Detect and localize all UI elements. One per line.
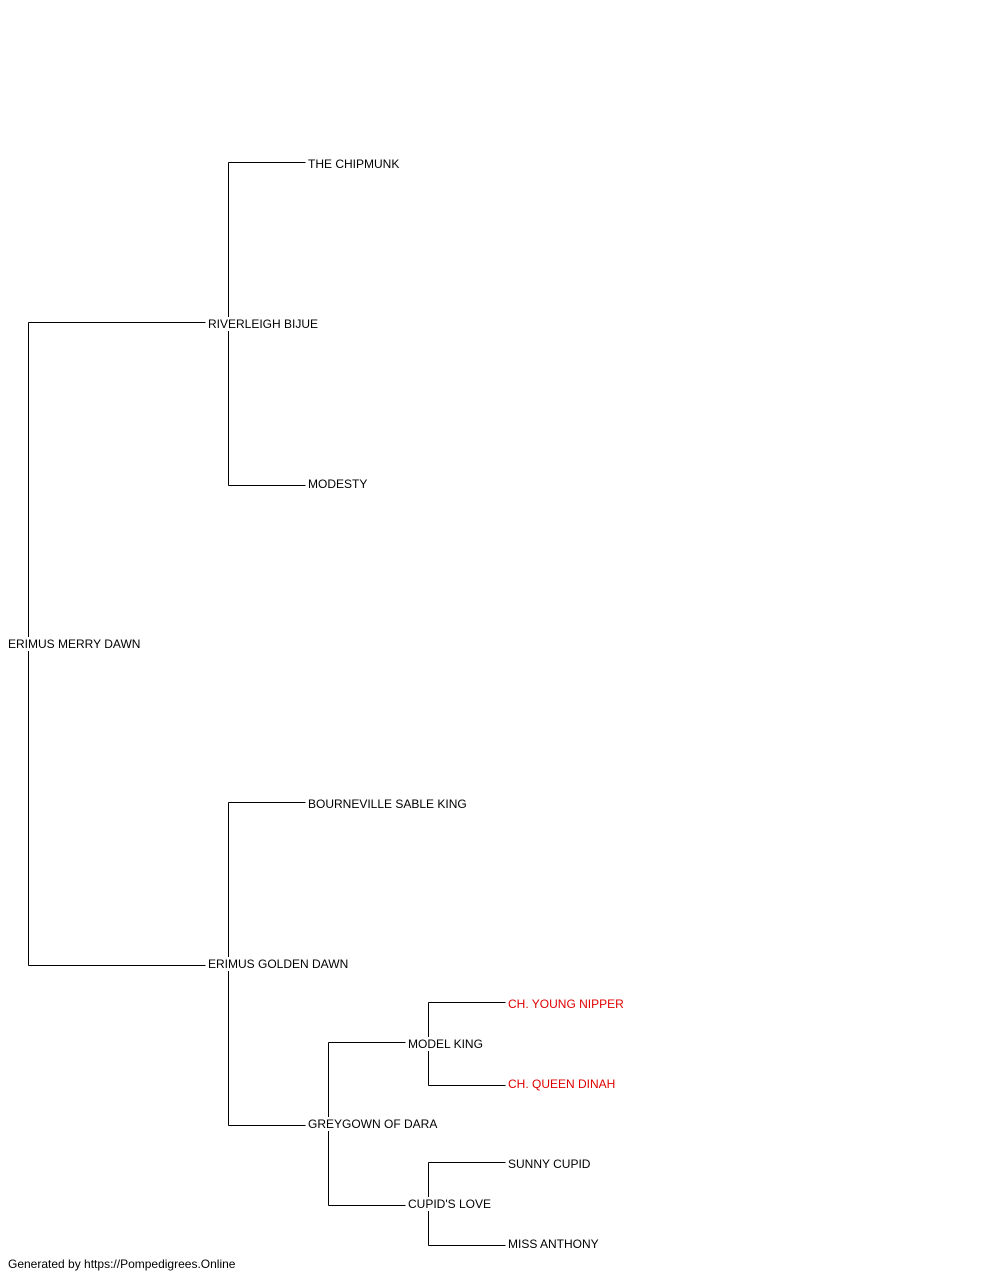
dog-name-subject[interactable]: ERIMUS MERRY DAWN — [7, 637, 142, 651]
dog-name-champion-young-nipper[interactable]: CH. YOUNG NIPPER — [507, 997, 625, 1011]
dog-name-dam-sire[interactable]: BOURNEVILLE SABLE KING — [307, 797, 468, 811]
dog-name-champion-queen-dinah[interactable]: CH. QUEEN DINAH — [507, 1077, 617, 1091]
dog-name-sire[interactable]: RIVERLEIGH BIJUE — [207, 317, 320, 331]
dog-name-dam-dam[interactable]: GREYGOWN OF DARA — [307, 1117, 439, 1131]
dog-name-miss-anthony[interactable]: MISS ANTHONY — [507, 1237, 600, 1251]
dog-name-sire-dam[interactable]: MODESTY — [307, 477, 369, 491]
dog-name-dam-dam-dam[interactable]: CUPID'S LOVE — [407, 1197, 492, 1211]
dog-name-sire-sire[interactable]: THE CHIPMUNK — [307, 157, 401, 171]
dog-name-sunny-cupid[interactable]: SUNNY CUPID — [507, 1157, 592, 1171]
dog-name-dam-dam-sire[interactable]: MODEL KING — [407, 1037, 484, 1051]
generated-by-footer: Generated by https://Pompedigrees.Online — [8, 1257, 236, 1271]
dog-name-dam[interactable]: ERIMUS GOLDEN DAWN — [207, 957, 350, 971]
